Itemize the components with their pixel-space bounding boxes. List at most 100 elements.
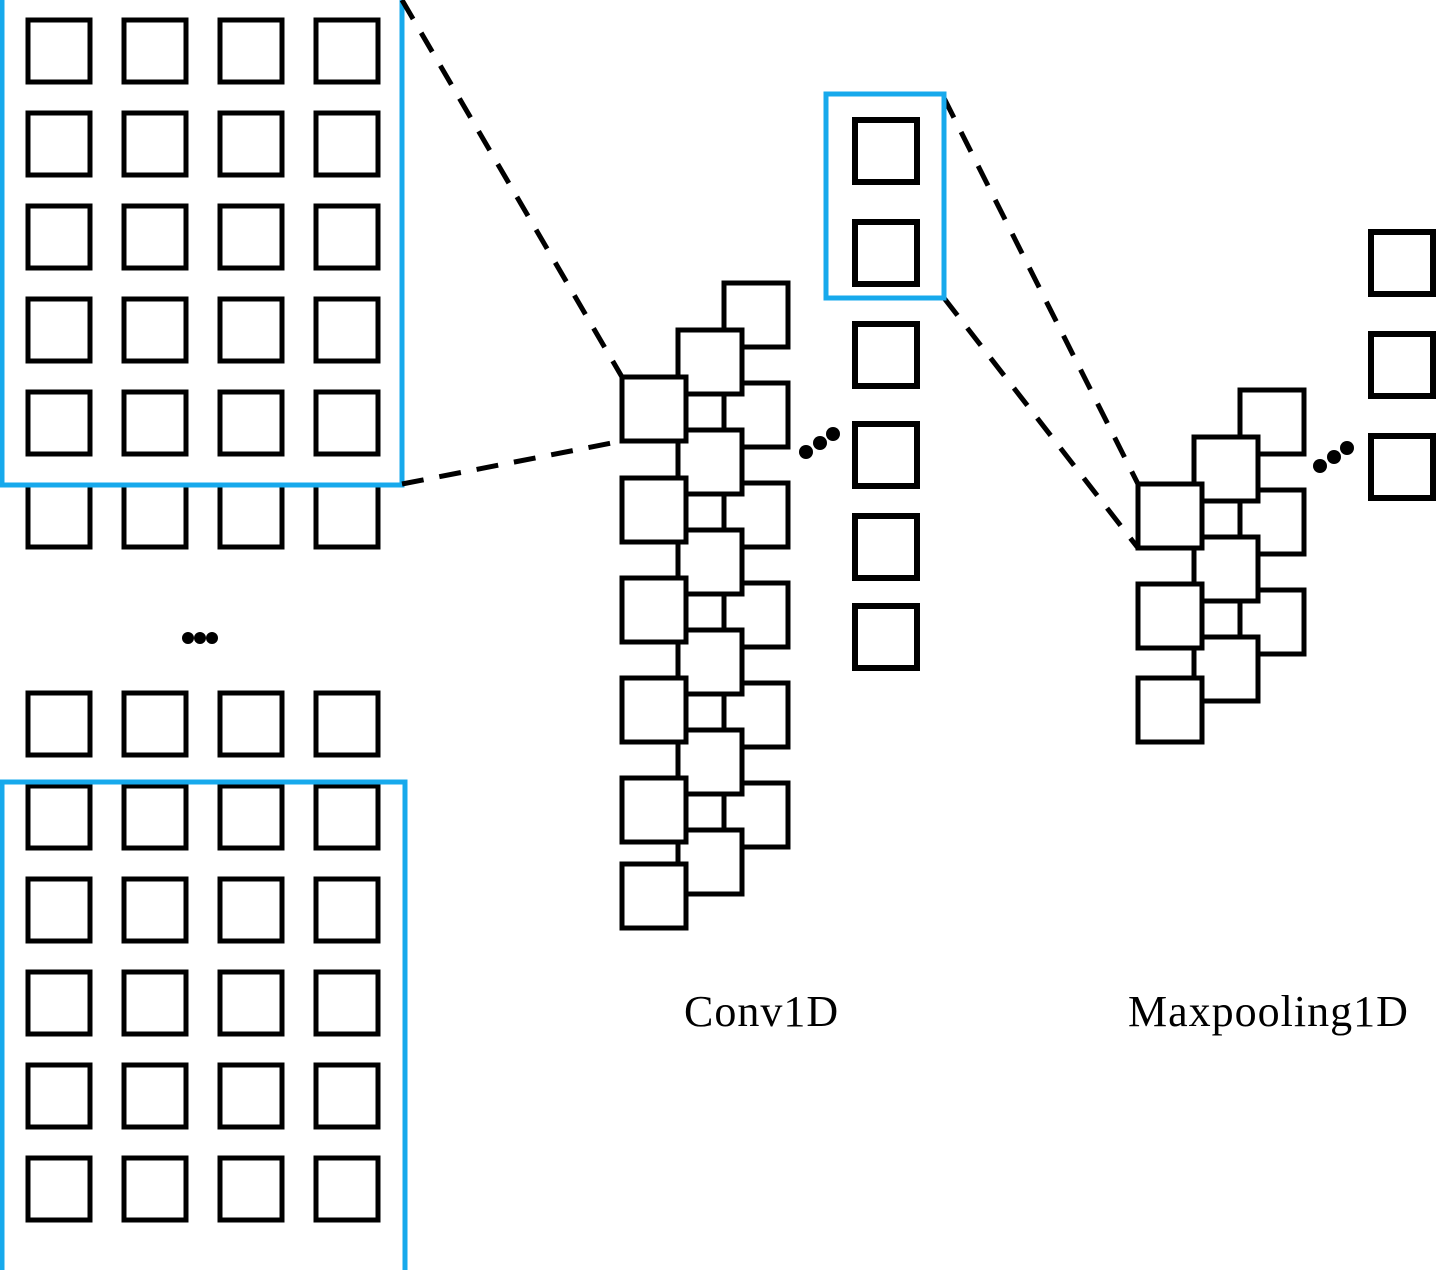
pool-output-square bbox=[1368, 229, 1436, 297]
pool-output-square bbox=[1368, 433, 1436, 501]
matrix-cell bbox=[121, 203, 189, 271]
conv-feature-square bbox=[675, 427, 745, 497]
matrix-cell bbox=[121, 969, 189, 1037]
matrix-cell bbox=[121, 1062, 189, 1130]
input-embedding-matrix bbox=[25, 17, 381, 1223]
matrix-cell bbox=[217, 1155, 285, 1223]
dashed-connector-pool-top bbox=[941, 96, 1141, 486]
conv-output-square bbox=[852, 219, 920, 287]
pool-output-feature-column bbox=[1368, 229, 1436, 501]
matrix-cell bbox=[25, 296, 93, 364]
matrix-cell bbox=[313, 389, 381, 457]
conv-feature-square bbox=[675, 627, 745, 697]
ellipsis-dot bbox=[826, 427, 840, 441]
matrix-cell bbox=[217, 389, 285, 457]
matrix-cell bbox=[313, 17, 381, 85]
conv-feature-square bbox=[619, 675, 689, 745]
matrix-cell bbox=[217, 17, 285, 85]
matrix-cell bbox=[217, 690, 285, 758]
diagonal-ellipsis-conv bbox=[799, 427, 840, 459]
matrix-cell bbox=[25, 876, 93, 944]
matrix-cell bbox=[217, 969, 285, 1037]
kernel-window-top bbox=[0, 0, 405, 488]
matrix-cell bbox=[25, 203, 93, 271]
maxpooling1d-feature-stack bbox=[1135, 387, 1307, 745]
matrix-cell bbox=[25, 17, 93, 85]
ellipsis-dot bbox=[799, 445, 813, 459]
matrix-cell bbox=[25, 690, 93, 758]
dashed-connector-input-top bbox=[399, 0, 625, 379]
matrix-cell bbox=[121, 1155, 189, 1223]
ellipsis-dot bbox=[1340, 441, 1354, 455]
matrix-cell bbox=[121, 876, 189, 944]
matrix-cell bbox=[121, 783, 189, 851]
ellipsis-dot bbox=[182, 632, 194, 644]
matrix-cell bbox=[313, 110, 381, 178]
matrix-cell bbox=[313, 203, 381, 271]
matrix-cell bbox=[121, 296, 189, 364]
dashed-connector-pool-bottom bbox=[942, 296, 1140, 550]
conv-feature-square bbox=[675, 727, 745, 797]
ellipsis-dot bbox=[194, 632, 206, 644]
conv1d-label: Conv1D bbox=[684, 987, 839, 1036]
ellipsis-dot bbox=[206, 632, 218, 644]
matrix-cell bbox=[25, 1155, 93, 1223]
matrix-cell bbox=[25, 1062, 93, 1130]
vertical-ellipsis bbox=[182, 632, 218, 644]
conv-feature-square bbox=[675, 327, 745, 397]
dashed-connectors bbox=[399, 0, 1141, 550]
pool-window bbox=[823, 91, 947, 301]
matrix-cell bbox=[217, 110, 285, 178]
matrix-cell bbox=[217, 783, 285, 851]
matrix-cell bbox=[217, 1062, 285, 1130]
matrix-cell bbox=[25, 783, 93, 851]
pool-window bbox=[823, 91, 947, 301]
matrix-cell bbox=[121, 17, 189, 85]
pool-feature-square bbox=[1135, 675, 1205, 745]
conv-output-square bbox=[852, 513, 920, 581]
kernel-window-highlights bbox=[0, 0, 408, 1270]
matrix-cell bbox=[121, 110, 189, 178]
conv-output-feature-column bbox=[852, 117, 920, 671]
conv-feature-square bbox=[619, 374, 689, 444]
matrix-cell bbox=[121, 690, 189, 758]
matrix-cell bbox=[313, 296, 381, 364]
matrix-cell bbox=[217, 876, 285, 944]
conv-feature-square bbox=[619, 775, 689, 845]
matrix-cell bbox=[313, 1062, 381, 1130]
conv-output-square bbox=[852, 603, 920, 671]
pool-feature-square bbox=[1191, 634, 1261, 704]
matrix-cell bbox=[313, 482, 381, 550]
ellipsis-dot bbox=[1327, 450, 1341, 464]
conv-feature-square bbox=[675, 527, 745, 597]
matrix-cell bbox=[313, 876, 381, 944]
matrix-cell bbox=[121, 482, 189, 550]
conv-feature-square bbox=[619, 475, 689, 545]
matrix-cell bbox=[25, 969, 93, 1037]
conv-output-square bbox=[852, 321, 920, 389]
pool-feature-square bbox=[1135, 581, 1205, 651]
matrix-cell bbox=[25, 482, 93, 550]
pool-feature-square bbox=[1191, 534, 1261, 604]
conv-feature-square bbox=[619, 575, 689, 645]
matrix-cell bbox=[217, 203, 285, 271]
ellipsis-dot bbox=[813, 436, 827, 450]
conv-feature-square bbox=[675, 827, 745, 897]
matrix-cell bbox=[313, 783, 381, 851]
diagonal-ellipsis-pool bbox=[1313, 441, 1354, 473]
matrix-cell bbox=[313, 969, 381, 1037]
pool-output-square bbox=[1368, 331, 1436, 399]
matrix-cell bbox=[121, 389, 189, 457]
matrix-cell bbox=[25, 110, 93, 178]
pool-feature-square bbox=[1191, 434, 1261, 504]
kernel-window-bottom bbox=[0, 779, 408, 1270]
matrix-cell bbox=[313, 1155, 381, 1223]
matrix-cell bbox=[313, 690, 381, 758]
conv1d-feature-stack bbox=[619, 280, 791, 931]
maxpooling1d-label: Maxpooling1D bbox=[1128, 987, 1409, 1036]
conv-feature-square bbox=[619, 861, 689, 931]
matrix-cell bbox=[217, 482, 285, 550]
matrix-cell bbox=[25, 389, 93, 457]
